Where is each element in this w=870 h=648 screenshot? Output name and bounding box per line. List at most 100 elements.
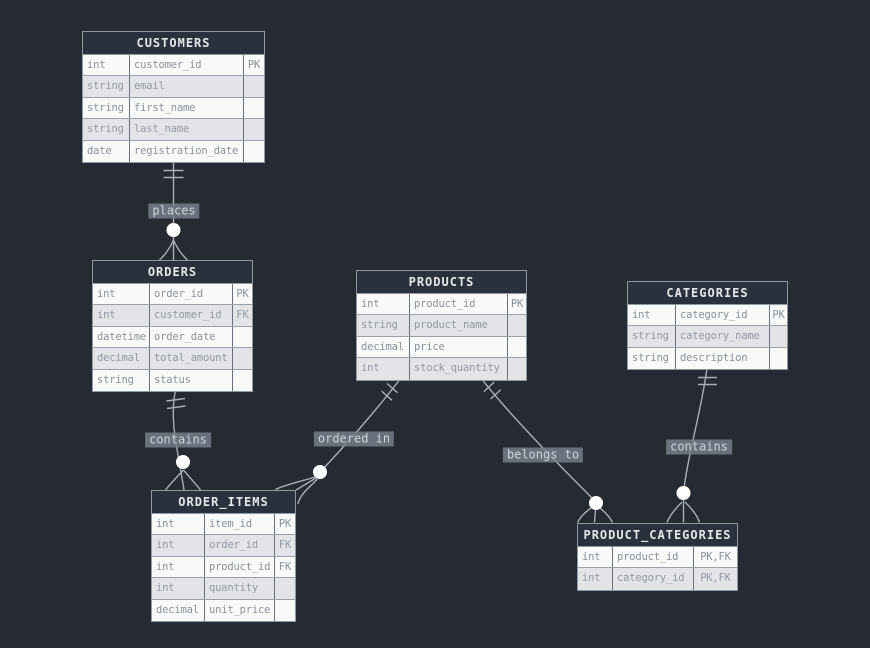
zero-cardinality-circle	[313, 465, 327, 479]
field-name: unit_price	[205, 599, 275, 621]
field-type: int	[152, 514, 205, 535]
field-key: FK	[236, 309, 249, 322]
field-type: string	[357, 315, 410, 336]
relationship-line[interactable]	[319, 377, 402, 473]
field-key	[233, 327, 252, 347]
field-key: PK,FK	[700, 551, 731, 563]
field-key: PK,FK	[700, 572, 731, 585]
relationship-line[interactable]	[480, 377, 595, 501]
field-key	[233, 370, 252, 391]
field-type: int	[578, 568, 613, 590]
field-type: string	[83, 76, 130, 97]
field-key	[244, 119, 264, 139]
entity-title[interactable]: ORDER_ITEMS	[152, 491, 295, 514]
relationship-label-categories-product_categories[interactable]: contains	[666, 439, 732, 455]
field-key	[233, 348, 252, 368]
entity-title[interactable]: PRODUCT_CATEGORIES	[578, 524, 737, 547]
field-name: first_name	[130, 97, 244, 119]
field-type: int	[93, 305, 150, 326]
field-type: string	[83, 97, 130, 119]
one-cardinality-ticks	[381, 382, 398, 401]
field-name: product_id	[613, 547, 694, 568]
field-key: FK	[278, 539, 292, 552]
zero-cardinality-circle	[589, 496, 603, 510]
relationship-label-products-order_items[interactable]: ordered in	[313, 431, 395, 447]
field-type: int	[152, 535, 205, 556]
field-name: last_name	[130, 119, 244, 140]
field-name: category_id	[676, 305, 770, 326]
field-name: email	[130, 76, 244, 97]
one-cardinality-ticks	[163, 169, 184, 179]
field-type: decimal	[93, 348, 150, 369]
field-key: PK	[772, 309, 785, 321]
field-name: customer_id	[130, 55, 244, 76]
field-type: string	[93, 369, 150, 391]
field-key	[508, 315, 526, 335]
many-cardinality-crowfoot	[576, 507, 614, 523]
many-cardinality-crowfoot	[666, 501, 701, 523]
connector-products-product_categories[interactable]	[480, 377, 614, 523]
field-name: order_date	[150, 326, 233, 348]
one-cardinality-ticks	[166, 397, 186, 410]
relationship-label-customers-orders[interactable]: places	[148, 203, 200, 219]
field-type: int	[578, 547, 613, 568]
field-name: customer_id	[150, 305, 233, 326]
field-name: order_id	[205, 535, 275, 556]
field-key: PK	[236, 288, 249, 300]
field-key: PK	[247, 59, 261, 71]
field-name: product_id	[205, 556, 275, 578]
connector-products-order_items[interactable]	[275, 377, 402, 505]
entity-title[interactable]: PRODUCTS	[357, 271, 526, 294]
connector-orders-order_items[interactable]	[164, 389, 202, 491]
field-type: int	[357, 294, 410, 315]
field-key	[770, 326, 787, 346]
relationship-label-products-product_categories[interactable]: belongs to	[502, 447, 584, 463]
field-name: registration_date	[130, 140, 244, 162]
field-key: PK	[278, 518, 292, 530]
field-type: int	[152, 556, 205, 578]
field-type: int	[357, 358, 410, 380]
field-type: string	[83, 119, 130, 140]
field-key	[275, 578, 295, 598]
field-type: datetime	[93, 326, 150, 348]
field-name: product_id	[410, 294, 508, 315]
connector-categories-product_categories[interactable]	[666, 367, 717, 523]
zero-cardinality-circle	[166, 223, 181, 237]
field-name: status	[150, 369, 233, 391]
field-key	[770, 348, 787, 369]
field-key	[244, 98, 264, 118]
entity-title[interactable]: CATEGORIES	[628, 282, 787, 305]
relationship-label-orders-order_items[interactable]: contains	[145, 432, 211, 448]
field-name: product_name	[410, 315, 508, 336]
entity-title[interactable]: CUSTOMERS	[83, 32, 264, 55]
field-key: PK	[510, 298, 524, 310]
entity-title[interactable]: ORDERS	[93, 261, 252, 284]
field-type: int	[93, 284, 150, 305]
field-key: FK	[278, 560, 292, 573]
field-name: price	[410, 336, 508, 358]
field-type: decimal	[152, 599, 205, 621]
